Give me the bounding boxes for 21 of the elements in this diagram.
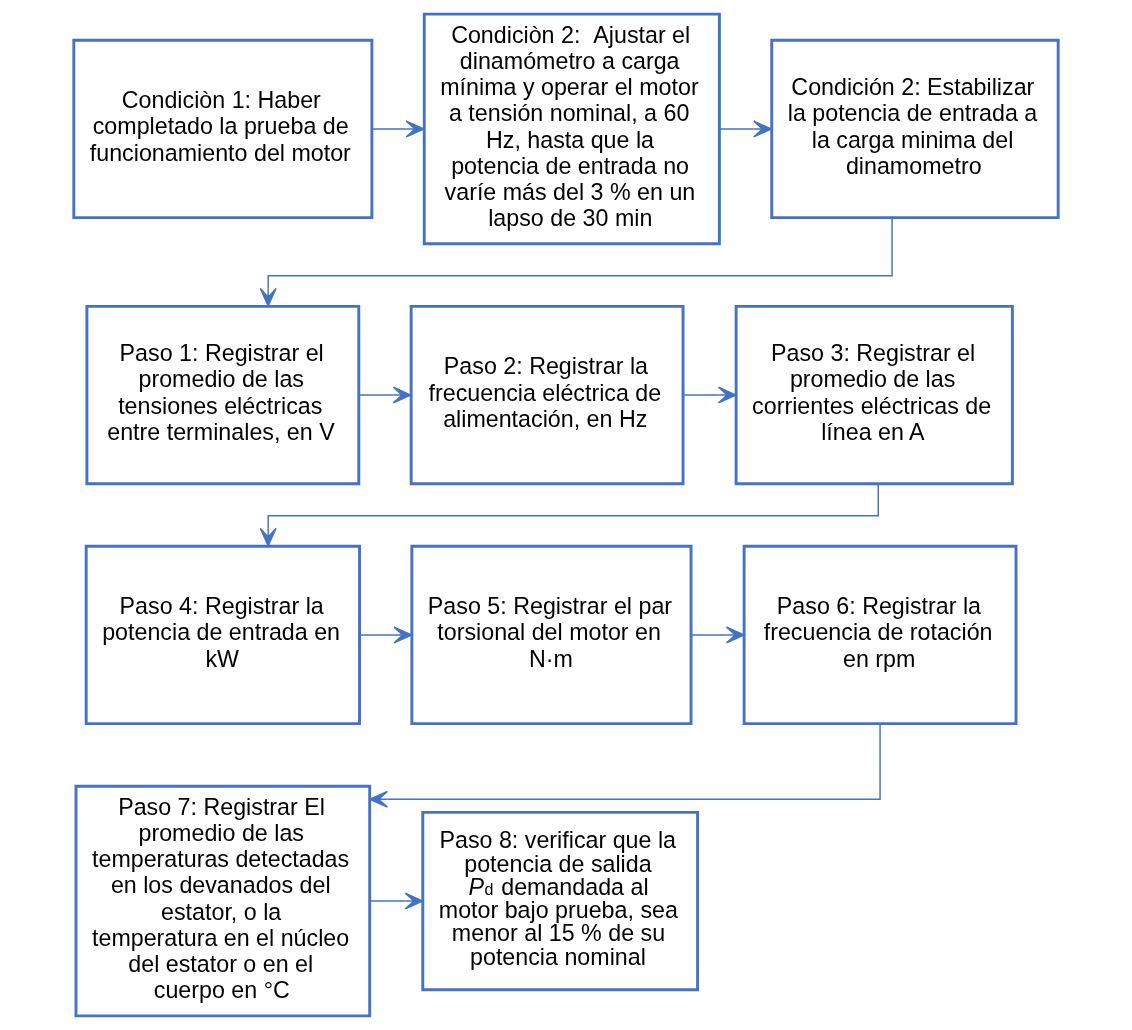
arrow [682, 386, 737, 404]
node-box: Paso 3: Registrar el promedio de las corrientes eléctricas de línea en A [734, 304, 1014, 486]
node-box: Paso 4: Registrar la potencia de entrada en kW [84, 544, 361, 726]
node-box: Paso 5: Registrar el par torsional del motor en N·m [410, 544, 693, 726]
arrow [369, 892, 424, 910]
node-box: Paso 7: Registrar El promedio de las temperaturas detectadas en los devanados del estator, o la temperatura en el núcleo del estator o en el cuerpo en °C [74, 784, 372, 1018]
arrow [369, 723, 881, 808]
arrow [259, 217, 893, 307]
node-box: Paso 2: Registrar la frecuencia eléctrica de alimentación, en Hz [409, 304, 685, 486]
node-box: Condiciòn 2: Ajustar el dinamómetro a carga mínima y operar el motor a tensión nominal, a 60 Hz, hasta que la potencia de entrada no varíe más del 3 % en un lapso de 30 min [422, 12, 721, 246]
node-box: Condiciòn 1: Haber completado la prueba de funcionamiento del motor [72, 38, 374, 220]
arrow [690, 626, 745, 644]
node-box: Paso 8: verificar que la potencia de salida Pd demandada al motor bajo prueba, sea menor al 15 % de su potencia nominal [421, 810, 700, 992]
node-box: Condición 2: Estabilizar la potencia de entrada a la carga minima del dinamometro [770, 38, 1060, 220]
arrow [371, 120, 425, 138]
arrow [358, 386, 412, 404]
arrow [359, 626, 413, 644]
node-box: Paso 1: Registrar el promedio de las tensiones eléctricas entre terminales, en V [85, 304, 361, 486]
arrow [259, 483, 879, 547]
node-box: Paso 6: Registrar la frecuencia de rotación en rpm [742, 544, 1018, 726]
arrow [719, 120, 772, 138]
